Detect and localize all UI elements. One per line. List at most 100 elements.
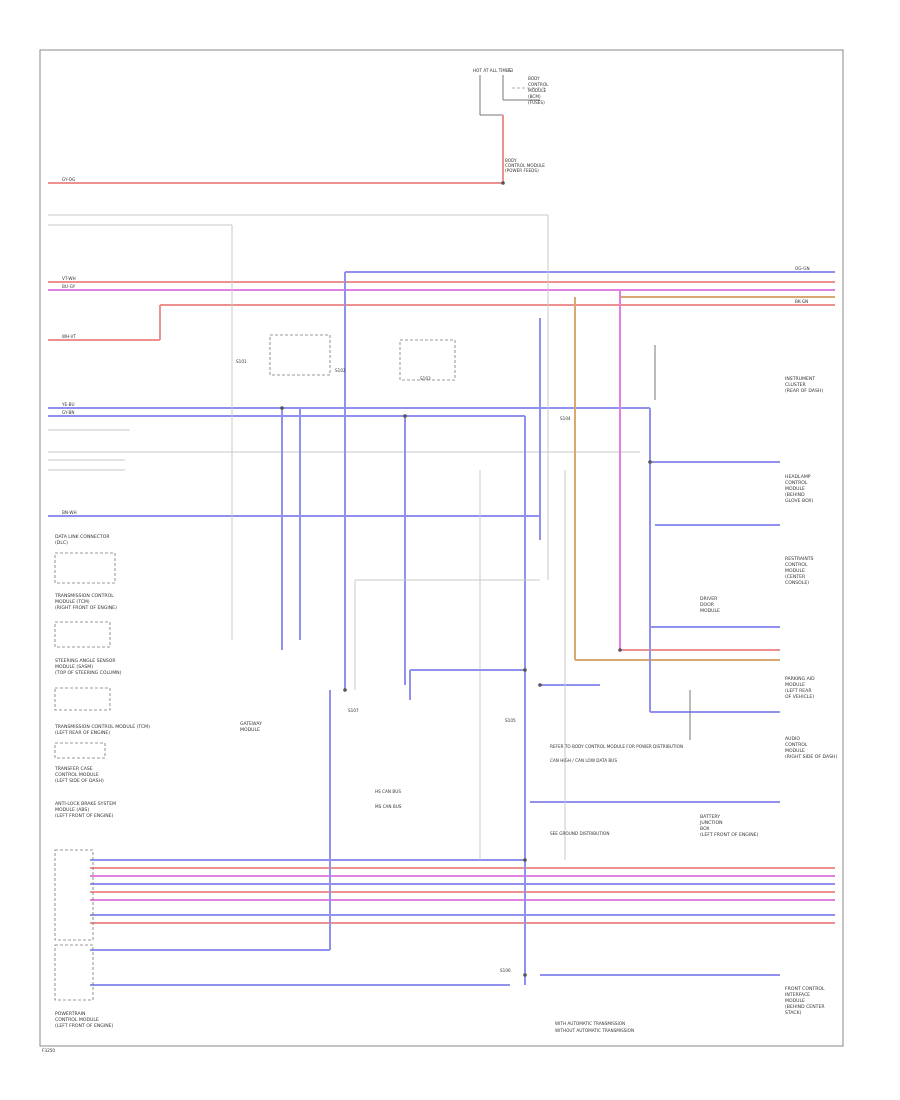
note-hs-can: HS CAN BUS	[375, 789, 401, 794]
acm-label-2: MODULE	[785, 748, 805, 754]
splice-label: S102	[335, 368, 346, 373]
rcm-label-4: CONSOLE)	[785, 580, 809, 586]
splice-label: S106	[500, 968, 511, 973]
fcim-label-4: STACK)	[785, 1010, 802, 1016]
hcm-label-3: (BEHIND	[785, 492, 805, 498]
bcm-fuse-line-3: (BCM)	[528, 94, 541, 99]
abs-label-1: MODULE (ABS)	[55, 807, 89, 813]
hcm-label-1: CONTROL	[785, 480, 808, 486]
wire-color-label: GY-OG	[62, 177, 75, 182]
note-ms-can: MS CAN BUS	[375, 804, 402, 809]
hot-at-all-times-label: HOT AT ALL TIMES	[473, 68, 512, 73]
ddm-label-1: DOOR	[700, 602, 715, 608]
gateway-label-1: MODULE	[240, 727, 260, 733]
bcm-power-feeds-1: CONTROL MODULE	[505, 163, 545, 168]
splice-label: S107	[348, 708, 359, 713]
wire-color-labels: GY-OG VT-WH BU-GY WH-VT YE-BU GY-BN BN-W…	[61, 177, 810, 515]
top-power-connector: HOT AT ALL TIMES F3 BODY CONTROL MODULE …	[473, 68, 549, 183]
sasm-label-0: STEERING ANGLE SENSOR	[55, 658, 116, 664]
fcim-label-1: INTERFACE	[785, 992, 810, 998]
splice-label: S101	[236, 359, 247, 364]
fcim-label-0: FRONT CONTROL	[785, 986, 825, 992]
bjb-label-3: (LEFT FRONT OF ENGINE)	[700, 832, 759, 838]
wire-color-label: BK-GN	[795, 299, 808, 304]
splice-dot	[501, 181, 505, 185]
wire-color-label: GY-BN	[62, 410, 74, 415]
splice-label: S103	[420, 376, 431, 381]
ipc-label-0: INSTRUMENT	[785, 376, 815, 382]
splice-dot	[280, 406, 284, 410]
tcm-label-1: MODULE (TCM)	[55, 599, 90, 605]
ipc-label-1: CLUSTER	[785, 382, 807, 388]
rcm-label-2: MODULE	[785, 568, 805, 574]
fcim-label-2: MODULE	[785, 998, 805, 1004]
splice-dot	[403, 414, 407, 418]
wire-color-label: YE-BU	[61, 402, 75, 407]
splice-dot	[343, 688, 347, 692]
bjb-label-1: JUNCTION	[699, 820, 723, 826]
splice-dot	[648, 460, 652, 464]
tcm2-label-0: TRANSMISSION CONTROL MODULE (TCM)	[54, 724, 150, 730]
acm-label-3: (RIGHT SIDE OF DASH)	[785, 754, 837, 760]
center-labels: GATEWAY MODULE HS CAN BUS MS CAN BUS REF…	[240, 721, 683, 1033]
dlc-label-1: (DLC)	[55, 540, 68, 546]
right-module-labels: INSTRUMENT CLUSTER (REAR OF DASH) HEADLA…	[699, 376, 837, 1016]
acm-label-1: CONTROL	[785, 742, 808, 748]
note-with-auto: WITH AUTOMATIC TRANSMISSION	[555, 1021, 625, 1026]
tcm-label-0: TRANSMISSION CONTROL	[54, 593, 114, 599]
splice-label: S104	[560, 416, 571, 421]
gateway-label-0: GATEWAY	[240, 721, 262, 727]
bcm-fuse-line-1: CONTROL	[528, 82, 549, 87]
bjb-label-2: BOX	[700, 826, 710, 832]
hcm-label-4: GLOVE BOX)	[785, 498, 814, 504]
bcm-power-feeds-2: (POWER FEEDS)	[505, 168, 539, 173]
pam-label-3: OF VEHICLE)	[785, 694, 814, 700]
splice-label: S105	[505, 718, 516, 723]
left-module-boxes	[54, 334, 456, 1001]
rcm-label-0: RESTRAINTS	[785, 556, 814, 562]
rcm-label-3: (CENTER	[785, 574, 806, 580]
sasm-label-1: MODULE (SASM)	[55, 664, 93, 670]
splice-labels: S101 S102 S103 S104 S105 S106 S107	[236, 359, 571, 973]
splice-dot	[523, 858, 527, 862]
vertical-trunks	[231, 215, 691, 985]
wire-color-label: WH-VT	[62, 334, 76, 339]
note-without-auto: WITHOUT AUTOMATIC TRANSMISSION	[555, 1028, 634, 1033]
hcm-label-0: HEADLAMP	[785, 474, 811, 480]
page-id: F3250	[42, 1048, 55, 1053]
bcm-fuse-line-4: (FUSES)	[528, 100, 545, 105]
ddm-label-2: MODULE	[700, 608, 720, 614]
sasm-label-2: (TOP OF STEERING COLUMN)	[55, 670, 122, 676]
tcm2-label-1: (LEFT REAR OF ENGINE)	[55, 730, 110, 736]
pam-label-0: PARKING AID	[785, 676, 815, 682]
splice-dot	[538, 683, 542, 687]
diagram-frame	[39, 49, 844, 1047]
dlc-label-0: DATA LINK CONNECTOR	[55, 534, 110, 540]
wire-color-label: BN-WH	[62, 510, 77, 515]
note-ground: SEE GROUND DISTRIBUTION	[550, 831, 609, 836]
ddm-label-0: DRIVER	[700, 596, 718, 602]
bjb-label-0: BATTERY	[700, 814, 720, 820]
splice-dot	[523, 973, 527, 977]
pam-label-2: (LEFT REAR	[785, 688, 812, 694]
acm-label-0: AUDIO	[785, 736, 800, 742]
rcm-label-1: CONTROL	[785, 562, 808, 568]
tcm-label-2: (RIGHT FRONT OF ENGINE)	[55, 605, 117, 611]
pcm-label-1: CONTROL MODULE	[55, 1017, 99, 1023]
bcm-fuse-line-2: MODULE	[528, 88, 547, 93]
note-can-bus: CAN HIGH / CAN LOW DATA BUS	[550, 758, 617, 763]
left-module-labels: DATA LINK CONNECTOR (DLC) TRANSMISSION C…	[54, 534, 150, 1029]
splice-dot	[618, 648, 622, 652]
tccm-label-1: CONTROL MODULE	[55, 772, 99, 778]
pcm-label-2: (LEFT FRONT OF ENGINE)	[55, 1023, 114, 1029]
splice-points	[280, 181, 652, 977]
hcm-label-2: MODULE	[785, 486, 805, 492]
horizontal-buses	[48, 182, 835, 986]
wire-color-label: OG-GN	[795, 266, 810, 271]
splice-dot	[523, 668, 527, 672]
note-ref-bcm: REFER TO BODY CONTROL MODULE FOR POWER D…	[550, 744, 683, 749]
fuse-label: F3	[508, 68, 513, 73]
abs-label-0: ANTI-LOCK BRAKE SYSTEM	[55, 801, 116, 807]
bcm-fuse-line-0: BODY	[528, 76, 540, 81]
